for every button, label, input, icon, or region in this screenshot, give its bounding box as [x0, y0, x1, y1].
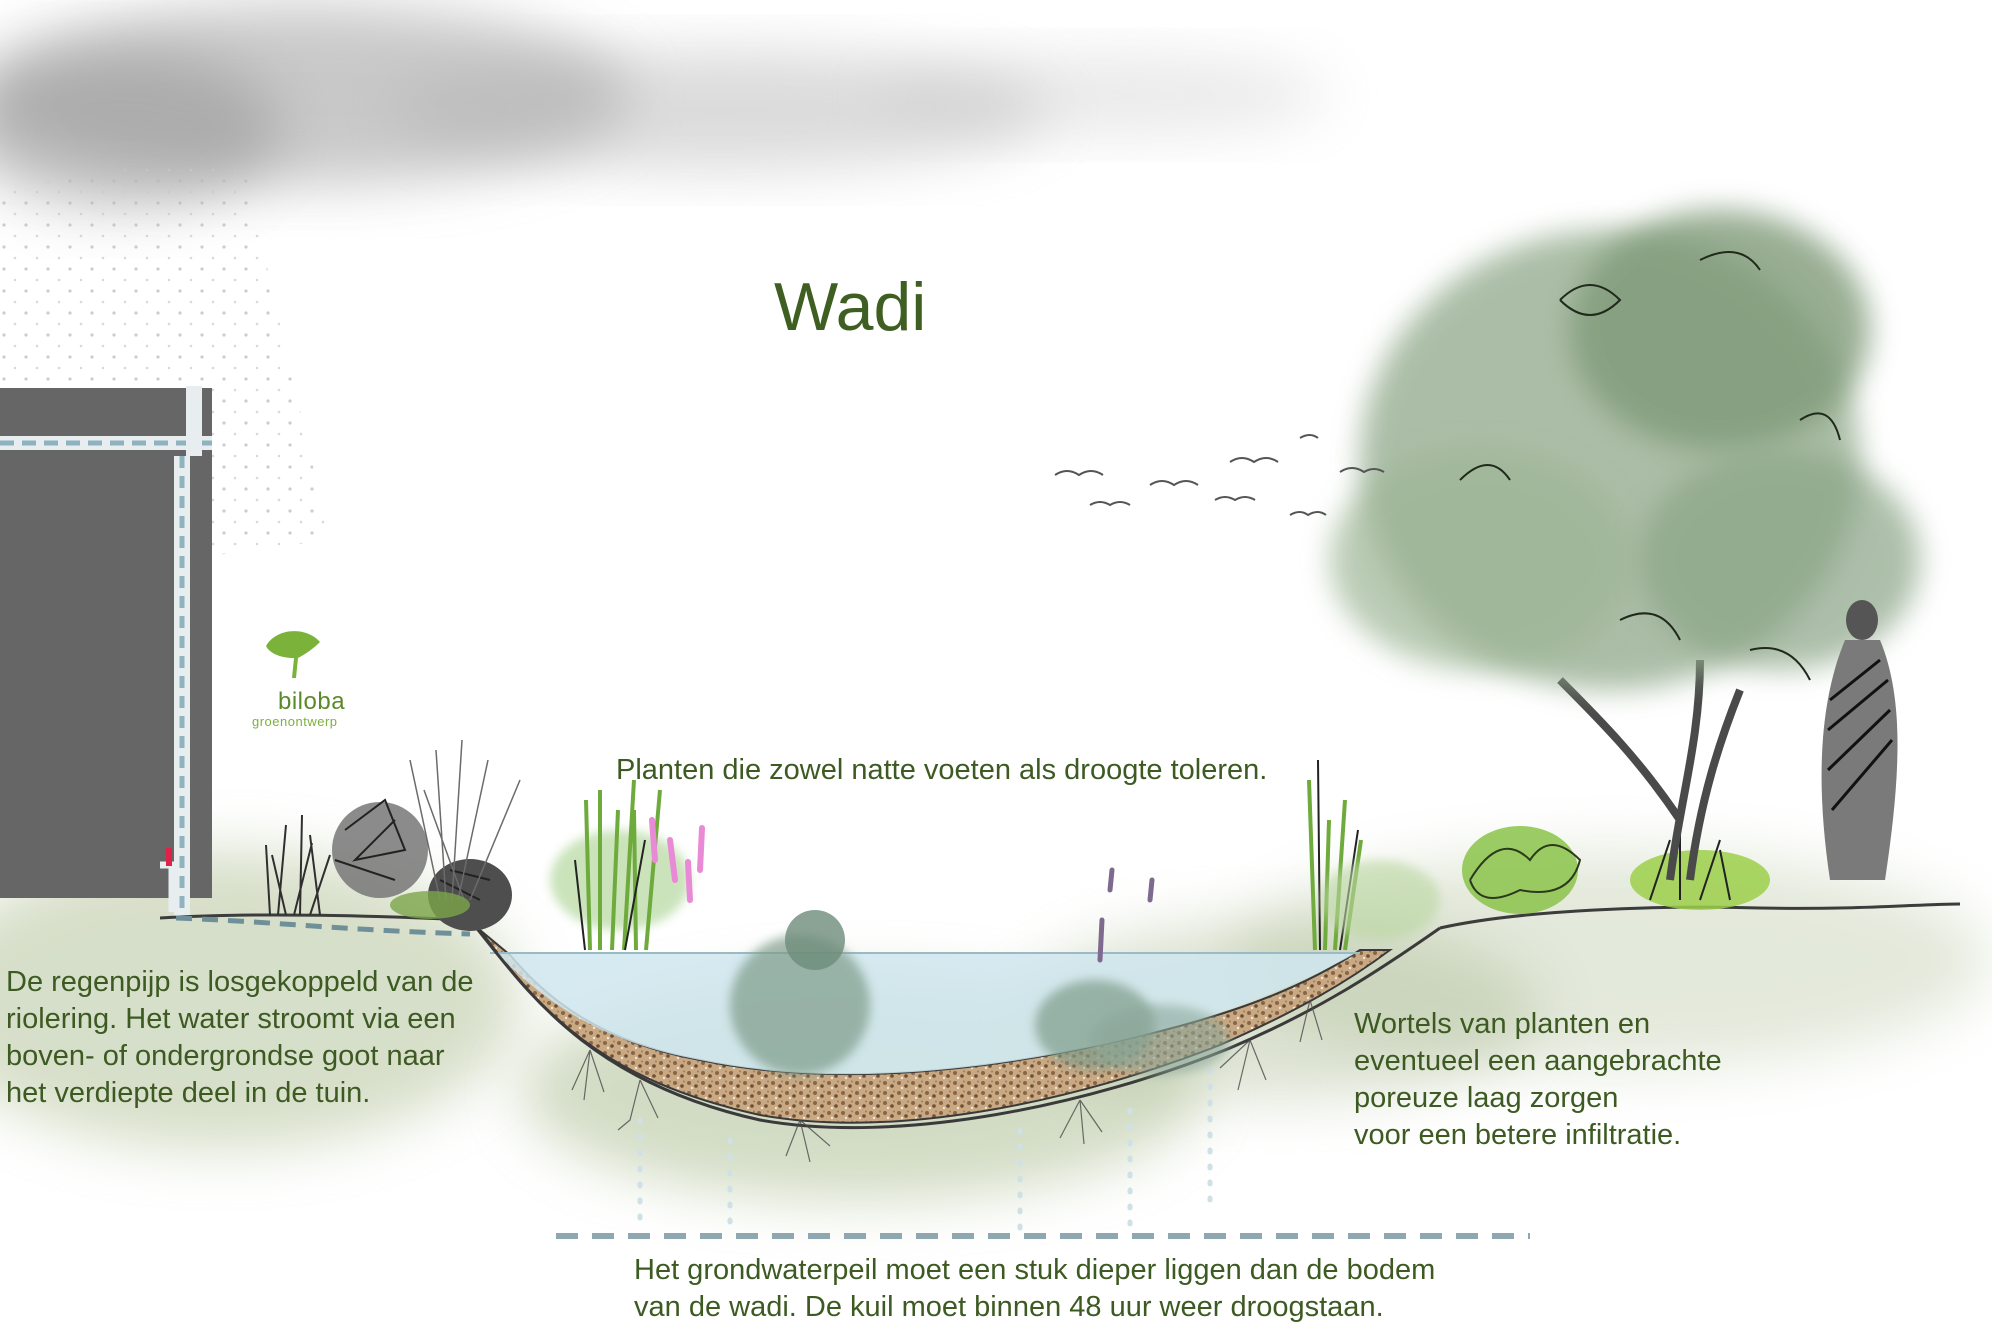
- person-figure: [1821, 600, 1898, 880]
- rain-cloud: [0, 5, 1330, 210]
- cattail-flowers: [1097, 867, 1155, 963]
- water-surface: [496, 953, 1356, 1075]
- rain-gutter: [0, 436, 212, 450]
- biloba-logo: biloba groenontwerp: [236, 618, 366, 729]
- plants-annotation-line: Planten die zowel natte voeten als droog…: [616, 754, 1268, 786]
- downspout-annotation: De regenpijp is losgekoppeld van de riol…: [6, 964, 474, 1112]
- plant-roots: [571, 999, 1323, 1163]
- infiltration-drops: [637, 1067, 1213, 1233]
- downspout-annotation-line: riolering. Het water stroomt via een: [6, 1003, 456, 1035]
- flock-of-birds: [1054, 434, 1385, 517]
- tree-trunk: [1557, 659, 1744, 881]
- roots-annotation: Wortels van planten en eventueel een aan…: [1354, 1006, 1722, 1154]
- reeds-right: [1307, 759, 1440, 951]
- roots-annotation-line: eventueel een aangebrachte: [1354, 1045, 1722, 1077]
- shrub-right: [1462, 826, 1582, 914]
- grass-tufts-left: [265, 814, 331, 916]
- boulder-left: [332, 798, 428, 898]
- roots-annotation-line: poreuze laag zorgen: [1354, 1082, 1619, 1114]
- roots-annotation-line: voor een betere infiltratie.: [1354, 1119, 1682, 1151]
- wadi-basin: [468, 919, 1441, 1130]
- groundwater-annotation: Het grondwaterpeil moet een stuk dieper …: [634, 1252, 1435, 1326]
- downspout-annotation-line: De regenpijp is losgekoppeld van de: [6, 966, 474, 998]
- pink-flowers: [649, 817, 705, 903]
- ground-line-right: [1439, 902, 1961, 930]
- house-wall: [0, 388, 212, 898]
- wadi-bed-outline: [468, 919, 1441, 1130]
- water-plants-center: [730, 910, 1230, 1075]
- downspout-pipe: [160, 386, 202, 916]
- drainage-channel: [175, 915, 471, 937]
- ginkgo-leaf-icon: [266, 631, 320, 678]
- green-shrub-left: [390, 891, 470, 919]
- groundwater-annotation-line: Het grondwaterpeil moet een stuk dieper …: [634, 1254, 1436, 1286]
- roots-annotation-line: Wortels van planten en: [1354, 1008, 1651, 1040]
- grass-under-tree: [1630, 830, 1770, 910]
- ornamental-grass: [409, 739, 521, 901]
- downspout-annotation-line: het verdiepte deel in de tuin.: [6, 1077, 371, 1109]
- reeds-left: [550, 779, 690, 951]
- logo-tagline: groenontwerp: [252, 714, 338, 729]
- diagram-title: Wadi: [774, 269, 927, 345]
- logo-name: biloba: [278, 688, 346, 715]
- downspout-annotation-line: boven- of ondergrondse goot naar: [6, 1040, 445, 1072]
- plants-annotation: Planten die zowel natte voeten als droog…: [616, 752, 1267, 789]
- groundwater-annotation-line: van de wadi. De kuil moet binnen 48 uur …: [634, 1291, 1384, 1323]
